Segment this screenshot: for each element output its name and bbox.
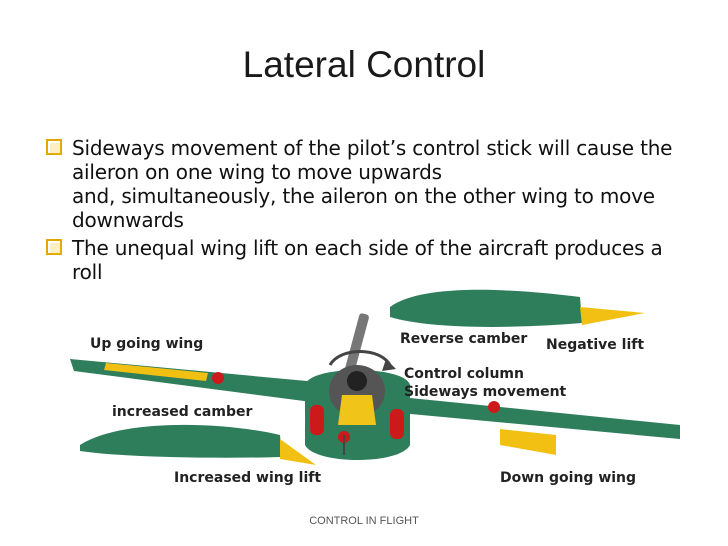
aircraft-diagram <box>70 289 680 465</box>
label-reverse-camber: Reverse camber <box>400 331 528 347</box>
increased-camber-aileron <box>280 439 316 465</box>
label-increased-wing-lift: Increased wing lift <box>174 470 322 486</box>
reverse-camber-airfoil <box>390 289 582 327</box>
increased-camber-airfoil <box>80 424 282 458</box>
left-wheel-fairing <box>310 405 324 435</box>
pilot-head <box>347 371 367 391</box>
slide-footer: CONTROL IN FLIGHT <box>309 515 419 527</box>
bullet-1-line-1: Sideways movement of the pilot’s control… <box>72 136 673 160</box>
roll-arrow-icon <box>328 350 392 366</box>
bullet-2-line-2: roll <box>72 260 103 284</box>
slide-title: Lateral Control <box>242 44 486 85</box>
right-wing <box>400 397 680 439</box>
bullet-item-2: The unequal wing lift on each side of th… <box>46 236 686 284</box>
propeller <box>345 313 369 373</box>
roll-arrowhead-icon <box>382 359 396 371</box>
right-wheel-fairing <box>390 409 404 439</box>
label-control-column: Control column <box>404 366 524 382</box>
bullet-1-line-3: and, simultaneously, the aileron on the … <box>72 184 655 208</box>
reverse-camber-aileron <box>580 307 645 325</box>
pilot-body <box>338 395 376 425</box>
checkbox-bullet-icon <box>46 239 62 255</box>
bullet-item-1: Sideways movement of the pilot’s control… <box>46 136 686 232</box>
right-wing-light <box>488 401 500 413</box>
label-up-going-wing: Up going wing <box>90 336 204 352</box>
label-down-going-wing: Down going wing <box>500 470 637 486</box>
bullet-1-line-4: downwards <box>72 208 184 232</box>
left-aileron <box>104 363 208 381</box>
bullet-1-line-2: aileron on one wing to move upwards <box>72 160 442 184</box>
label-sideways-movement: Sideways movement <box>404 384 567 400</box>
right-aileron <box>500 429 556 455</box>
checkbox-bullet-icon <box>46 139 62 155</box>
bullet-2-line-1: The unequal wing lift on each side of th… <box>72 236 663 260</box>
label-negative-lift: Negative lift <box>546 337 645 353</box>
label-increased-camber: increased camber <box>112 404 253 420</box>
bullet-list: Sideways movement of the pilot’s control… <box>46 136 686 284</box>
left-wing-light <box>212 372 224 384</box>
